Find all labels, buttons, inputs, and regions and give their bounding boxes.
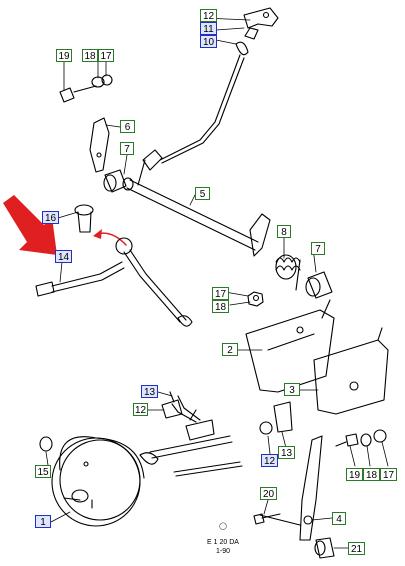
callout-1: 1 xyxy=(35,515,51,528)
booster-body xyxy=(51,436,145,527)
lower-cable xyxy=(177,395,201,421)
reference-date: 1-90 xyxy=(215,548,230,555)
callout-17-top-left: 17 xyxy=(98,49,114,62)
callout-18-mid: 18 xyxy=(212,300,229,313)
highlight-arrow xyxy=(3,195,57,255)
cross-shaft xyxy=(122,149,259,251)
callout-20: 20 xyxy=(260,487,277,500)
callout-16: 16 xyxy=(42,211,59,224)
callout-18-top-left: 18 xyxy=(82,49,98,62)
return-spring xyxy=(275,254,301,291)
bracket-2 xyxy=(245,309,335,393)
callout-13-top: 12 xyxy=(200,9,217,22)
gear-lever xyxy=(89,117,110,173)
callout-14: 14 xyxy=(55,250,72,263)
callout-11: 10 xyxy=(200,35,217,48)
callout-12-lower: 12 xyxy=(261,454,278,467)
callout-19-top-left: 19 xyxy=(56,49,72,62)
top-bracket xyxy=(243,7,279,29)
callout-9: 12 xyxy=(133,403,148,416)
callout-13-lower: 13 xyxy=(278,446,295,459)
callout-8: 8 xyxy=(277,225,291,238)
bush-lower xyxy=(315,537,335,559)
link-rod xyxy=(35,237,193,327)
booster-pushrod xyxy=(139,409,243,477)
callout-12-top: 11 xyxy=(200,22,217,35)
bolt-lower xyxy=(253,513,281,525)
callout-19-right: 19 xyxy=(346,468,363,481)
bush-left xyxy=(104,169,127,193)
nut-washer-mid xyxy=(247,291,264,307)
bush-right xyxy=(307,271,333,299)
reference-mark: ◯ xyxy=(219,523,227,530)
clip-bracket xyxy=(259,401,293,435)
callout-15: 15 xyxy=(35,465,51,478)
upper-cable xyxy=(159,27,259,164)
selector-lever xyxy=(249,213,271,257)
fixings-top-left xyxy=(59,74,113,103)
callout-6: 6 xyxy=(120,120,135,133)
leader-lines xyxy=(45,17,389,549)
callout-3: 3 xyxy=(284,383,300,396)
callout-10: 13 xyxy=(141,385,158,398)
fixings-right xyxy=(335,429,387,447)
callout-2: 2 xyxy=(222,343,238,356)
pin-bolt xyxy=(161,391,183,419)
callout-18-right: 18 xyxy=(363,468,380,481)
pivot-pin xyxy=(74,204,94,233)
callout-5: 5 xyxy=(195,187,210,200)
callout-7-right: 7 xyxy=(311,242,325,255)
callout-17-mid: 17 xyxy=(212,287,229,300)
bracket-3 xyxy=(313,339,389,415)
callout-21: 21 xyxy=(348,542,365,555)
callout-17-right: 17 xyxy=(380,468,397,481)
callout-4: 4 xyxy=(332,512,346,525)
reference-code: E 1 20 DA xyxy=(207,539,239,546)
callout-7-left: 7 xyxy=(120,142,134,155)
grommet xyxy=(39,436,53,452)
